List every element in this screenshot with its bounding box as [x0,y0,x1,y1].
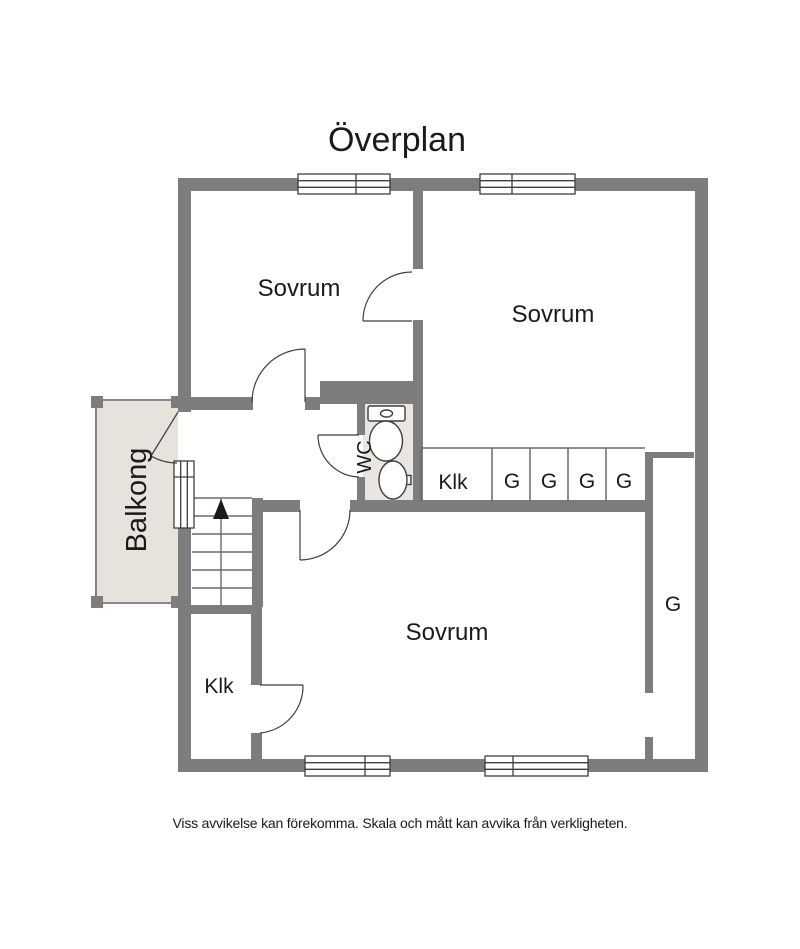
door-bedroom-bottom [299,509,351,561]
label-wc: WC [354,440,376,473]
page-title: Överplan [328,121,466,159]
label-balcony: Balkong [121,448,153,553]
wc-fixtures [367,405,412,500]
door-bedroom-top-left [251,348,306,403]
window-bottom-left [304,755,391,777]
sink-icon [378,460,412,500]
window-top-left [297,173,391,195]
label-bedroom-top-right: Sovrum [512,301,595,328]
stairs-up-arrow-icon [213,499,229,519]
label-wardrobe-tall: G [665,593,681,616]
label-wardrobe-3: G [579,470,595,493]
door-arcs [150,271,413,734]
label-closet-lower: Klk [204,675,234,698]
window-balcony-side [173,460,195,529]
disclaimer-text: Viss avvikelse kan förekomma. Skala och … [173,815,628,831]
label-bedroom-top-left: Sovrum [258,275,341,302]
door-wc [317,434,360,478]
label-closet-upper: Klk [438,471,468,494]
room-labels: Sovrum Sovrum Sovrum Balkong WC Klk G G … [121,275,681,698]
door-balcony [150,411,179,464]
closet-row-lines [420,447,645,502]
label-wardrobe-4: G [616,470,632,493]
label-wardrobe-2: G [541,470,557,493]
door-bedroom-top-right [362,271,413,322]
window-bottom-right [484,755,589,777]
window-top-right [479,173,576,195]
balcony-floor [95,399,178,604]
label-bedroom-bottom: Sovrum [406,619,489,646]
label-wardrobe-1: G [504,470,520,493]
door-closet-lower [259,684,304,734]
toilet-icon [367,405,406,462]
windows [173,173,589,777]
